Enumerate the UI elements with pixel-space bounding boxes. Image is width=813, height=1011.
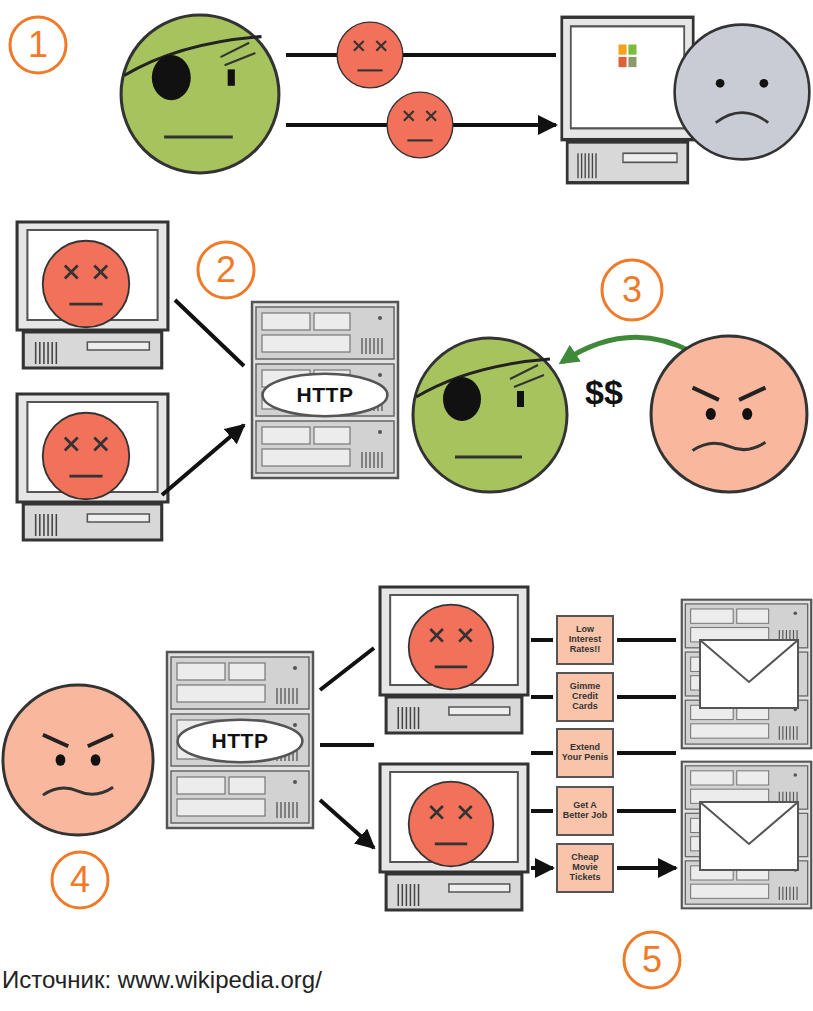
callout-number: 4 — [70, 862, 90, 898]
illustration-part — [167, 652, 313, 828]
http-server-label: HTTP — [175, 718, 305, 764]
illustration-part — [52, 852, 108, 908]
illustration-part — [320, 648, 374, 848]
ellipse-shape — [263, 374, 388, 416]
node-text: HTTP — [212, 729, 269, 753]
spam-row — [3, 587, 811, 910]
spam-message-box: Gimme Credit Cards — [556, 672, 614, 722]
illustration-part — [413, 338, 567, 492]
spam-message-box: Extend Your Penis — [556, 728, 614, 778]
spam-message-box: Get A Better Job — [556, 786, 614, 836]
illustration-part — [409, 782, 494, 867]
node-text: Extend Your Penis — [560, 743, 610, 763]
payment-label: $$ — [585, 375, 623, 409]
node-text: Cheap Movie Tickets — [560, 853, 610, 883]
illustration-part — [387, 92, 453, 158]
source-caption: Источник: www.wikipedia.org/ — [2, 966, 322, 994]
illustration-part — [10, 17, 66, 73]
illustration-part — [700, 640, 798, 682]
illustration-part — [337, 22, 403, 88]
illustration-part — [198, 242, 254, 298]
illustration-part — [682, 762, 811, 909]
node-text: Low Interest Rates!! — [560, 625, 610, 655]
illustration-part — [531, 640, 553, 868]
illustration-part — [700, 802, 798, 870]
illustration-part — [682, 600, 811, 749]
callout-number: 2 — [216, 252, 236, 288]
node-text: HTTP — [297, 383, 354, 407]
spam-message-box: Cheap Movie Tickets — [556, 843, 614, 893]
illustration-part — [43, 413, 129, 499]
illustration-part — [409, 605, 494, 690]
illustration-part — [380, 587, 528, 733]
node-text: Get A Better Job — [560, 801, 610, 821]
illustration-part — [252, 302, 398, 478]
http-server-label: HTTP — [260, 372, 390, 418]
illustration-part — [700, 640, 798, 708]
infection-row — [121, 15, 809, 183]
illustration-part — [700, 640, 798, 870]
illustration-part — [3, 685, 153, 835]
illustration-part — [17, 222, 168, 368]
callout-number: 3 — [622, 272, 642, 308]
node-text: Gimme Credit Cards — [560, 682, 610, 712]
illustration-part — [121, 15, 279, 173]
illustration-part — [380, 764, 528, 910]
callout-number: 1 — [28, 27, 48, 63]
illustration-part — [675, 25, 810, 160]
ellipse-shape — [178, 720, 303, 762]
illustration-part — [17, 394, 168, 540]
illustration-part — [700, 802, 798, 844]
illustration-part — [43, 241, 129, 327]
illustration-part — [562, 17, 693, 182]
illustration-part — [617, 640, 676, 868]
illustration-part — [602, 260, 662, 320]
callout-number: 5 — [642, 942, 662, 978]
connect-row — [17, 222, 807, 540]
illustration-part — [624, 932, 680, 988]
spam-message-box: Low Interest Rates!! — [556, 615, 614, 665]
illustration-part — [162, 300, 244, 495]
illustration-part — [651, 336, 807, 492]
